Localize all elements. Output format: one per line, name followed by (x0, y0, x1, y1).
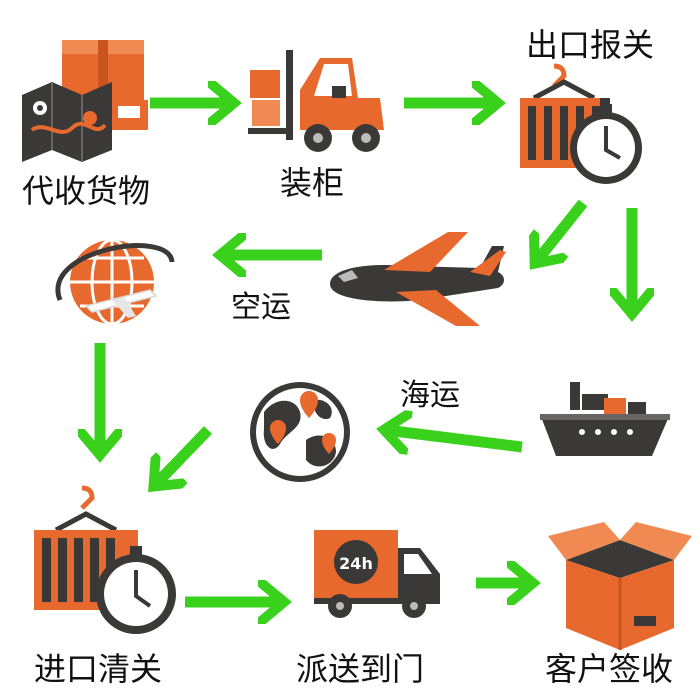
ship-icon (540, 382, 670, 456)
globe-pins-icon (250, 382, 350, 482)
step-label-load: 装柜 (280, 164, 345, 202)
arrow-export-to-air (536, 199, 588, 262)
step-label-collect: 代收货物 (22, 172, 151, 210)
flow-arrows (100, 103, 632, 602)
globe-plane-icon (55, 238, 175, 326)
import-container-stopwatch-icon (34, 485, 176, 634)
arrow-sea-globe-to-import (155, 426, 212, 485)
step-label-sea: 海运 (400, 378, 460, 413)
step-label-export: 出口报关 (526, 26, 655, 64)
airplane-icon (330, 232, 506, 326)
step-label-deliver: 派送到门 (296, 650, 425, 688)
step-label-air: 空运 (231, 290, 291, 325)
arrow-ship-to-globe (386, 430, 523, 447)
delivery-truck-icon (314, 530, 440, 618)
container-stopwatch-icon (520, 63, 642, 184)
open-box-icon (548, 522, 692, 650)
step-label-receive: 客户签收 (545, 650, 674, 688)
forklift-icon (248, 50, 384, 152)
step-label-import: 进口清关 (34, 650, 163, 688)
truck-24h-badge: 24h (339, 554, 373, 573)
map-boxes-icon (22, 40, 148, 162)
